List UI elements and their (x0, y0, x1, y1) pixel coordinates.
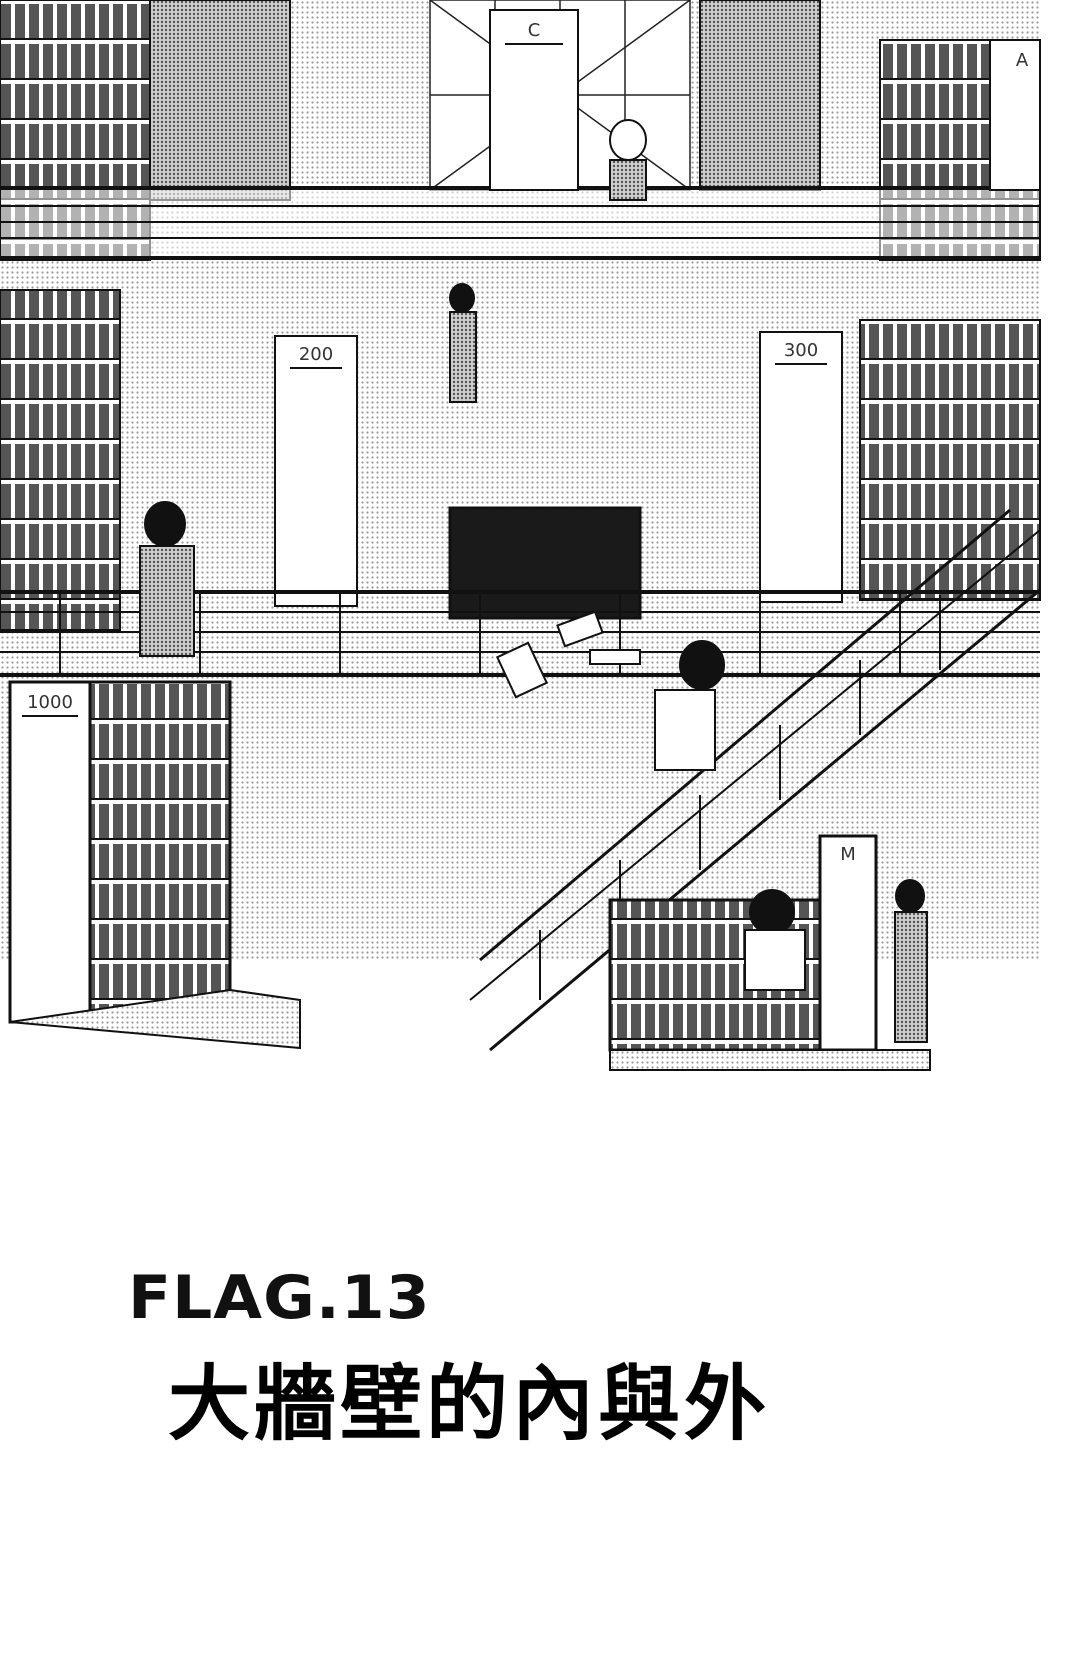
shelf-label-300: 300 (784, 340, 818, 361)
girl-pulling-boy (744, 889, 806, 991)
characters (139, 119, 928, 1043)
flying-books (495, 610, 641, 699)
shelf-pillar-c: C (489, 9, 579, 191)
upper-balcony-railing (0, 186, 1041, 260)
shelf-unit-m: M (608, 834, 931, 1071)
boy-near-m-shelf (894, 879, 928, 1043)
middle-level-structures: 200 300 (274, 331, 843, 620)
boy-reading-book (449, 283, 477, 403)
chapter-number: FLAG.13 (128, 1263, 431, 1333)
shelf-unit-1000: 1000 (8, 680, 301, 1050)
library-interior-illustration: C A 200 300 1000 (0, 0, 1041, 1071)
shelf-pillar-a: A (989, 39, 1041, 191)
girl-throwing-books-on-stairs (654, 640, 725, 771)
shelf-label-a: A (1016, 50, 1029, 71)
shelf-label-c: C (528, 20, 541, 41)
chapter-title: 大牆壁的內與外 (168, 1357, 771, 1452)
hanging-sign-board (448, 506, 642, 620)
staircase (469, 508, 1041, 1052)
boy-with-glasses-at-railing (139, 501, 195, 657)
shelf-label-m: M (840, 844, 856, 865)
shelf-label-1000: 1000 (27, 692, 73, 713)
shelf-label-200: 200 (299, 344, 333, 365)
girl-on-upper-balcony (609, 119, 647, 201)
